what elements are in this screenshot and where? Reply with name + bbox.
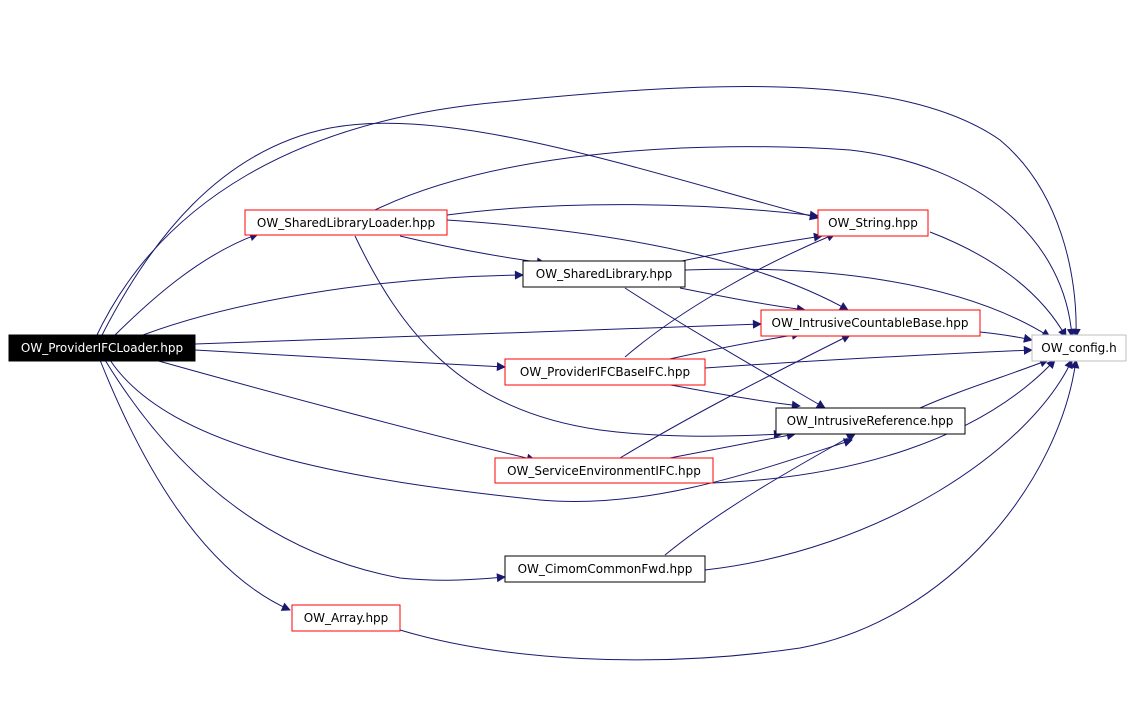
edge-root-to-cimom-common-fwd bbox=[104, 359, 506, 583]
node-intrusive-reference-label: OW_IntrusiveReference.hpp bbox=[787, 414, 954, 428]
edge-root-to-intrusive-countable-base bbox=[194, 319, 762, 345]
node-string-label: OW_String.hpp bbox=[828, 216, 918, 230]
edge-root-to-shared-library-loader bbox=[109, 232, 259, 341]
node-shared-library-label: OW_SharedLibrary.hpp bbox=[536, 267, 672, 281]
node-intrusive-countable-base-label: OW_IntrusiveCountableBase.hpp bbox=[772, 316, 969, 330]
edge-root-to-shared-library bbox=[129, 270, 524, 341]
node-shared-library-loader-label: OW_SharedLibraryLoader.hpp bbox=[257, 216, 435, 230]
edge-service-environment-ifc-to-config bbox=[711, 359, 1056, 484]
edge-string-to-config bbox=[929, 231, 1067, 338]
node-config-label: OW_config.h bbox=[1041, 341, 1116, 355]
edge-root-to-string bbox=[99, 122, 819, 340]
edge-shared-library-to-intrusive-countable-base bbox=[679, 287, 806, 314]
edge-root-to-intrusive-reference bbox=[109, 359, 853, 503]
node-cimom-common-fwd-label: OW_CimomCommonFwd.hpp bbox=[518, 562, 693, 576]
node-root[interactable]: OW_ProviderIFCLoader.hpp bbox=[8, 334, 196, 362]
edge-service-environment-ifc-to-intrusive-reference bbox=[669, 431, 796, 459]
edge-root-to-provider-ifc-base-ifc bbox=[194, 349, 506, 372]
edge-shared-library-to-string bbox=[671, 232, 823, 264]
node-root-label: OW_ProviderIFCLoader.hpp bbox=[21, 341, 183, 355]
node-intrusive-countable-base[interactable]: OW_IntrusiveCountableBase.hpp bbox=[760, 309, 981, 337]
edge-root-to-config-top bbox=[94, 86, 1081, 340]
node-provider-ifc-base-ifc-label: OW_ProviderIFCBaseIFC.hpp bbox=[520, 365, 690, 379]
edge-provider-ifc-base-ifc-to-config bbox=[704, 345, 1033, 369]
edge-service-environment-ifc-to-intrusive-countable-base bbox=[619, 334, 851, 459]
node-provider-ifc-base-ifc[interactable]: OW_ProviderIFCBaseIFC.hpp bbox=[504, 358, 706, 386]
edge-provider-ifc-base-ifc-to-intrusive-countable-base bbox=[664, 330, 801, 361]
edge-shared-library-loader-to-config bbox=[374, 146, 1076, 338]
edge-shared-library-loader-to-shared-library bbox=[399, 235, 546, 267]
graph-nodes: OW_ProviderIFCLoader.hpp OW_SharedLibrar… bbox=[8, 209, 1127, 632]
node-intrusive-reference[interactable]: OW_IntrusiveReference.hpp bbox=[775, 407, 966, 435]
node-cimom-common-fwd[interactable]: OW_CimomCommonFwd.hpp bbox=[504, 555, 706, 583]
edge-array-to-config bbox=[399, 359, 1080, 661]
edge-intrusive-reference-to-config bbox=[919, 358, 1049, 409]
edge-shared-library-to-intrusive-reference bbox=[624, 287, 826, 409]
node-config[interactable]: OW_config.h bbox=[1031, 334, 1127, 362]
edge-provider-ifc-base-ifc-to-string bbox=[624, 232, 836, 358]
node-string[interactable]: OW_String.hpp bbox=[817, 209, 929, 237]
node-service-environment-ifc[interactable]: OW_ServiceEnvironmentIFC.hpp bbox=[494, 457, 714, 484]
edge-shared-library-to-config bbox=[684, 268, 1051, 338]
edge-root-to-array bbox=[99, 359, 291, 611]
node-array-label: OW_Array.hpp bbox=[304, 611, 389, 625]
edge-shared-library-loader-to-string bbox=[446, 204, 819, 220]
edge-shared-library-loader-to-intrusive-countable-base bbox=[446, 219, 849, 311]
dependency-edges bbox=[94, 86, 1081, 661]
node-array[interactable]: OW_Array.hpp bbox=[291, 604, 401, 632]
node-shared-library-loader[interactable]: OW_SharedLibraryLoader.hpp bbox=[244, 209, 448, 236]
node-service-environment-ifc-label: OW_ServiceEnvironmentIFC.hpp bbox=[507, 464, 701, 478]
edge-intrusive-countable-base-to-config bbox=[979, 331, 1033, 343]
node-shared-library[interactable]: OW_SharedLibrary.hpp bbox=[522, 260, 686, 288]
edge-root-to-service-environment-ifc bbox=[154, 359, 536, 463]
edge-cimom-common-fwd-to-config bbox=[704, 359, 1073, 571]
edge-shared-library-loader-to-intrusive-reference bbox=[354, 235, 783, 439]
edge-cimom-common-fwd-to-intrusive-reference bbox=[664, 433, 856, 556]
